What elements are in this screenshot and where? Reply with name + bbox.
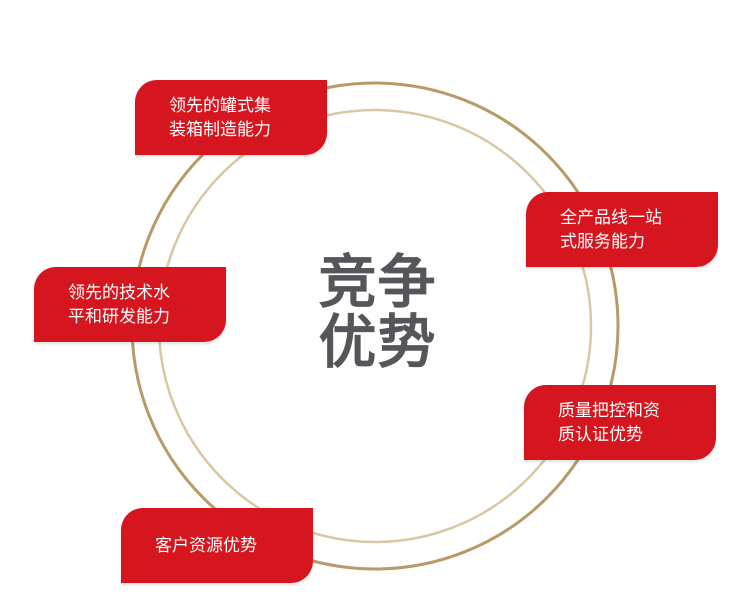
advantage-manufacturing: 领先的罐式集 装箱制造能力 <box>135 80 327 155</box>
advantage-quality-certification: 质量把控和资 质认证优势 <box>524 385 716 460</box>
center-title-line1: 竞争 <box>318 248 437 316</box>
center-title-line2: 优势 <box>318 308 437 376</box>
advantage-one-stop-service: 全产品线一站 式服务能力 <box>526 192 718 267</box>
advantage-customer-resources: 客户资源优势 <box>121 508 313 583</box>
advantage-technology-rnd: 领先的技术水 平和研发能力 <box>34 267 226 342</box>
center-title: 竞争 优势 <box>295 252 460 372</box>
